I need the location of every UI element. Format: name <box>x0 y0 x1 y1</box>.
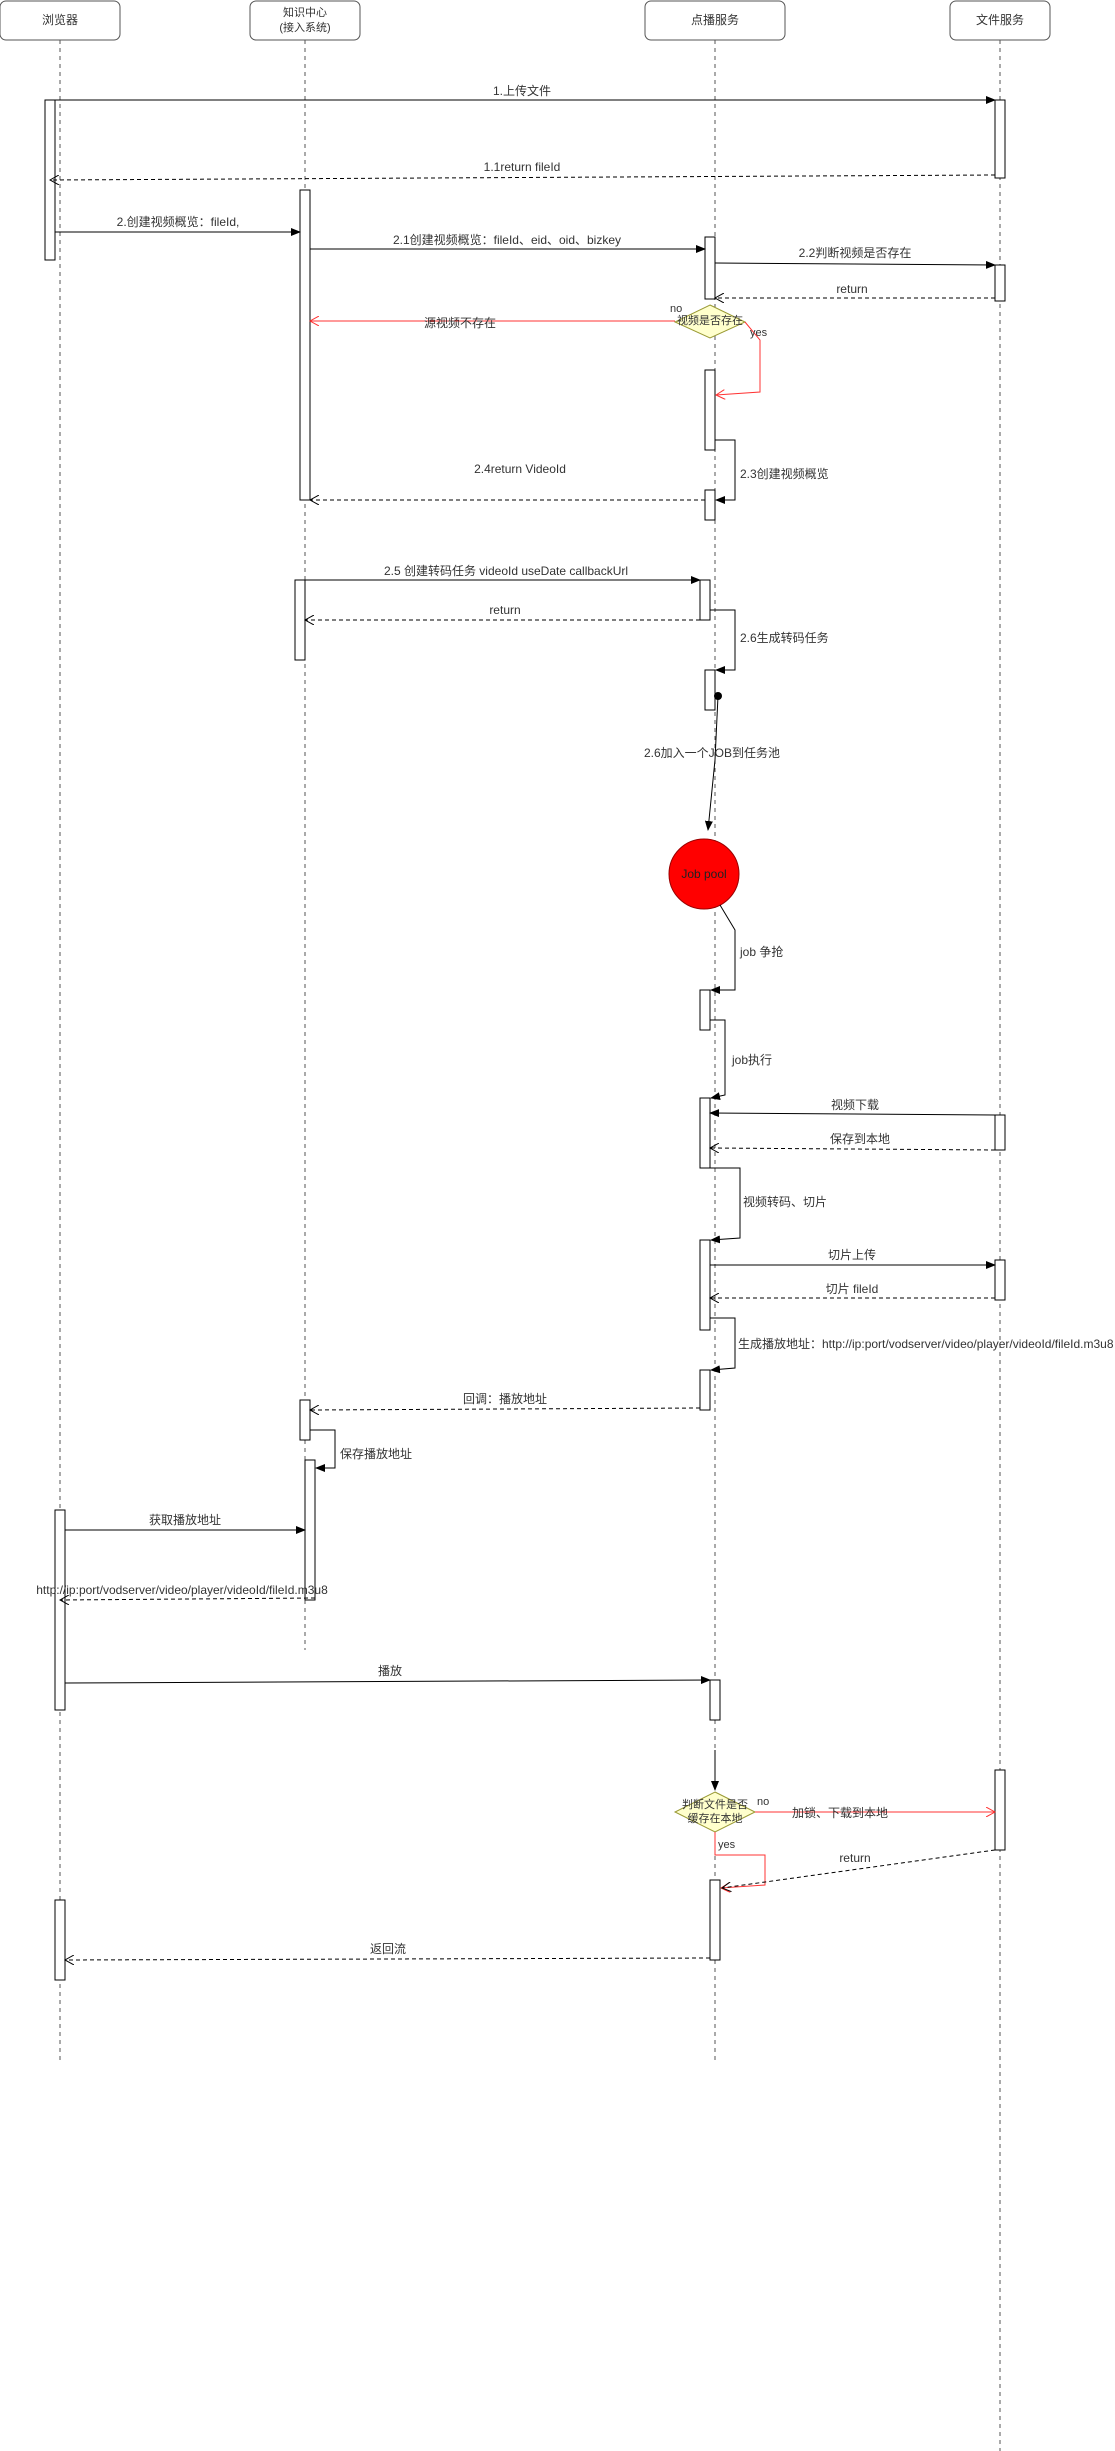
msg-video-download <box>709 1109 996 1118</box>
msg-check-video-exists <box>714 260 996 269</box>
actor-browser: 浏览器 <box>0 0 121 41</box>
label-job-grab: job 争抢 <box>739 944 783 959</box>
label-return-2: return <box>839 1851 870 1865</box>
label-add-job-to-pool: 2.6加入一个JOB到任务池 <box>644 745 780 760</box>
decision2-label-1: 判断文件是否 <box>682 1797 748 1811</box>
msg-save-local <box>710 1148 996 1150</box>
msg-transcode-slice <box>710 1167 741 1244</box>
label-generate-transcode-task: 2.6生成转码任务 <box>740 630 829 645</box>
label-lock-download: 加锁、下载到本地 <box>792 1805 888 1820</box>
activation-browser-2 <box>54 1509 66 1711</box>
msg-callback-play-address <box>310 1408 701 1410</box>
decision1-label: 视频是否存在 <box>677 313 743 327</box>
decision-cache-local: 判断文件是否 缓存在本地 <box>673 1791 757 1833</box>
activation-knowledge-4 <box>304 1459 316 1601</box>
label-no-2: no <box>757 1796 769 1808</box>
actor-knowledge-label-1: 知识中心 <box>283 5 327 19</box>
msg-job-execute <box>710 1019 726 1101</box>
label-yes-1: yes <box>750 327 768 339</box>
activation-file-3 <box>994 1114 1006 1151</box>
activation-vod-7 <box>699 1097 711 1169</box>
actor-file-label: 文件服务 <box>976 12 1024 27</box>
decision1-no: no <box>670 303 682 315</box>
label-save-play-address: 保存播放地址 <box>340 1446 412 1461</box>
job-pool-label: Job pool <box>681 867 726 881</box>
decision2-label-2: 缓存在本地 <box>688 1811 743 1825</box>
label-slice-upload: 切片上传 <box>828 1247 876 1262</box>
activation-vod-3 <box>704 489 716 521</box>
msg-yes-branch-2 <box>714 1832 766 1888</box>
label-video-download: 视频下载 <box>831 1097 879 1112</box>
decision-video-exists: no 视频是否存在 <box>670 303 747 339</box>
actor-browser-label: 浏览器 <box>42 12 78 27</box>
label-return-stream: 返回流 <box>370 1942 406 1956</box>
msg-address-return <box>60 1598 316 1600</box>
actor-vod-label: 点播服务 <box>691 12 739 27</box>
actor-file-service: 文件服务 <box>949 0 1051 41</box>
activation-vod-11 <box>709 1879 721 1961</box>
activation-vod-5 <box>704 669 716 711</box>
label-transcode-slice: 视频转码、切片 <box>743 1194 827 1209</box>
activation-knowledge-2 <box>294 579 306 661</box>
msg-return-2 <box>722 1849 996 1888</box>
label-generate-play-address: 生成播放地址：http://ip:port/vodserver/video/pl… <box>738 1336 1114 1351</box>
job-pool-node: Job pool <box>668 838 740 910</box>
activation-vod-4 <box>699 579 711 621</box>
activation-file-5 <box>994 1769 1006 1851</box>
activation-vod-9 <box>699 1369 711 1411</box>
activation-vod-2 <box>704 369 716 451</box>
msg-save-play-address <box>310 1429 336 1472</box>
msg-play <box>64 1676 711 1685</box>
label-create-overview: 2.创建视频概览：fileId, <box>117 214 240 229</box>
label-check-return: return <box>836 282 867 296</box>
label-create-transcode-task: 2.5 创建转码任务 videoId useDate callbackUrl <box>384 563 628 578</box>
label-create-overview-self: 2.3创建视频概览 <box>740 466 829 481</box>
label-get-play-address: 获取播放地址 <box>149 1512 221 1527</box>
label-create-overview-details: 2.1创建视频概览：fileId、eid、oid、bizkey <box>393 232 621 247</box>
actor-knowledge-label-2: (接入系统) <box>279 21 330 34</box>
activation-vod-1 <box>704 236 716 300</box>
msg-generate-transcode-task <box>710 609 736 674</box>
label-source-not-exist: 源视频不存在 <box>424 315 496 330</box>
label-yes-2: yes <box>718 1839 736 1851</box>
msg-return-fileid <box>50 174 996 180</box>
label-address-return: http://ip:port/vodserver/video/player/vi… <box>36 1583 328 1597</box>
label-check-video-exists: 2.2判断视频是否存在 <box>799 245 912 260</box>
activation-file-2 <box>994 264 1006 302</box>
label-save-local: 保存到本地 <box>830 1132 890 1146</box>
label-upload-file: 1.上传文件 <box>493 83 551 98</box>
label-play: 播放 <box>378 1663 402 1678</box>
msg-return-stream <box>65 1958 711 1960</box>
label-slice-fileid: 切片 fileId <box>826 1282 879 1296</box>
activation-browser-3 <box>54 1899 66 1981</box>
actor-knowledge-center: 知识中心 (接入系统) <box>249 0 361 41</box>
label-return-fileid: 1.1return fileId <box>484 160 561 174</box>
msg-job-grab <box>710 904 736 994</box>
actor-vod-service: 点播服务 <box>644 0 786 41</box>
msg-generate-play-address <box>710 1317 736 1374</box>
activation-knowledge-3 <box>299 1399 311 1441</box>
label-callback-play-address: 回调：播放地址 <box>463 1391 547 1406</box>
msg-yes-branch <box>716 321 761 395</box>
activation-vod-6 <box>699 989 711 1031</box>
activation-vod-8 <box>699 1239 711 1331</box>
label-transcode-return: return <box>489 603 520 617</box>
activation-knowledge-1 <box>299 189 311 501</box>
activation-file-4 <box>994 1259 1006 1301</box>
activation-vod-10 <box>709 1679 721 1721</box>
msg-add-job-to-pool <box>704 695 719 831</box>
label-return-videoid: 2.4return VideoId <box>474 462 566 476</box>
activation-file-1 <box>994 99 1006 179</box>
msg-create-overview-self <box>715 439 736 504</box>
label-job-execute: job执行 <box>731 1053 772 1067</box>
